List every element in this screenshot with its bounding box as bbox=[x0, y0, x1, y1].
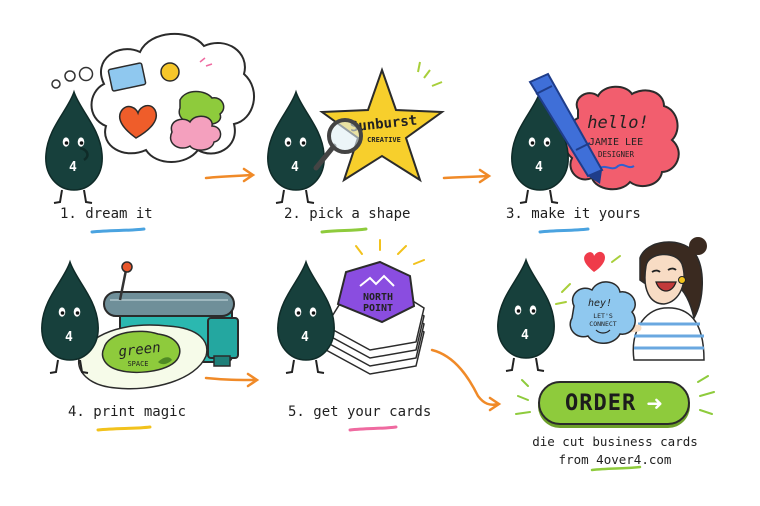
print-card-line1: green bbox=[118, 340, 162, 360]
mascot-4-badge: 4 bbox=[65, 330, 73, 345]
star-card bbox=[319, 66, 445, 183]
mascot-5-badge: 4 bbox=[301, 330, 309, 345]
final-illustration: hey! LET'S CONNECT bbox=[496, 237, 715, 415]
mascot-5 bbox=[276, 261, 336, 374]
person-face bbox=[644, 253, 685, 305]
star-card-line1: Sunburst bbox=[349, 113, 418, 136]
cloud-card bbox=[569, 281, 636, 344]
star-card-line2: CREATIVE bbox=[367, 136, 401, 144]
underline-footer bbox=[590, 465, 642, 472]
underline-step5 bbox=[348, 425, 398, 432]
heart-shape bbox=[118, 104, 157, 139]
step3-label: 3. make it yours bbox=[506, 206, 641, 222]
footer-line1: die cut business cards bbox=[532, 434, 698, 449]
hex-card-line2: POINT bbox=[363, 303, 393, 314]
footer-line2: from 4over4.com bbox=[558, 452, 672, 467]
order-button[interactable]: ORDER ➜ bbox=[538, 381, 690, 425]
rectangle-shape bbox=[107, 62, 147, 92]
step2-illustration: Sunburst CREATIVE bbox=[266, 61, 445, 204]
custom-card-name: JAMIE LEE bbox=[589, 137, 643, 148]
arrow-2-to-3 bbox=[442, 168, 492, 184]
step4-illustration: green SPACE bbox=[40, 261, 260, 390]
arrow-5-to-order bbox=[430, 348, 502, 412]
printer-lever-knob bbox=[121, 261, 133, 273]
mascot-3-badge: 4 bbox=[535, 160, 543, 175]
heart-icon bbox=[584, 251, 605, 272]
arrow-1-to-2 bbox=[204, 167, 256, 183]
mascot-2 bbox=[266, 91, 326, 204]
cloud-card-line1: hey! bbox=[588, 298, 612, 309]
print-card-line2: SPACE bbox=[127, 360, 148, 368]
step3-illustration: hello! JAMIE LEE DESIGNER bbox=[510, 72, 680, 204]
cloud-card-line3: CONNECT bbox=[589, 320, 616, 328]
step5-label: 5. get your cards bbox=[288, 404, 432, 420]
step1-label: 1. dream it bbox=[60, 206, 153, 222]
underline-step4 bbox=[96, 425, 152, 432]
circle-shape bbox=[160, 62, 180, 82]
custom-card-role: DESIGNER bbox=[598, 150, 635, 159]
step2-label: 2. pick a shape bbox=[284, 206, 411, 222]
mascot-1 bbox=[44, 91, 104, 204]
mascot-2-badge: 4 bbox=[291, 160, 299, 175]
underline-step1 bbox=[90, 227, 146, 234]
custom-card-greeting: hello! bbox=[587, 113, 648, 133]
cloud-shape-pink bbox=[169, 115, 222, 151]
step1-illustration bbox=[44, 33, 255, 204]
hex-card-line1: NORTH bbox=[363, 292, 393, 303]
underline-step2 bbox=[320, 227, 368, 234]
order-button-label: ORDER bbox=[565, 390, 637, 416]
person-shirt bbox=[632, 307, 705, 361]
hex-card bbox=[336, 260, 416, 324]
step5-illustration: NORTH POINT bbox=[276, 239, 502, 412]
mascot-final-badge: 4 bbox=[521, 328, 529, 343]
step4-label: 4. print magic bbox=[68, 404, 187, 420]
crayon-icon bbox=[528, 72, 604, 184]
mascot-final bbox=[496, 259, 556, 372]
underline-step3 bbox=[538, 227, 590, 234]
cloud-card-line2: LET'S bbox=[593, 312, 613, 320]
mascot-1-badge: 4 bbox=[69, 160, 77, 175]
magnifying-glass-icon bbox=[313, 118, 363, 171]
arrow-right-icon: ➜ bbox=[646, 391, 663, 415]
